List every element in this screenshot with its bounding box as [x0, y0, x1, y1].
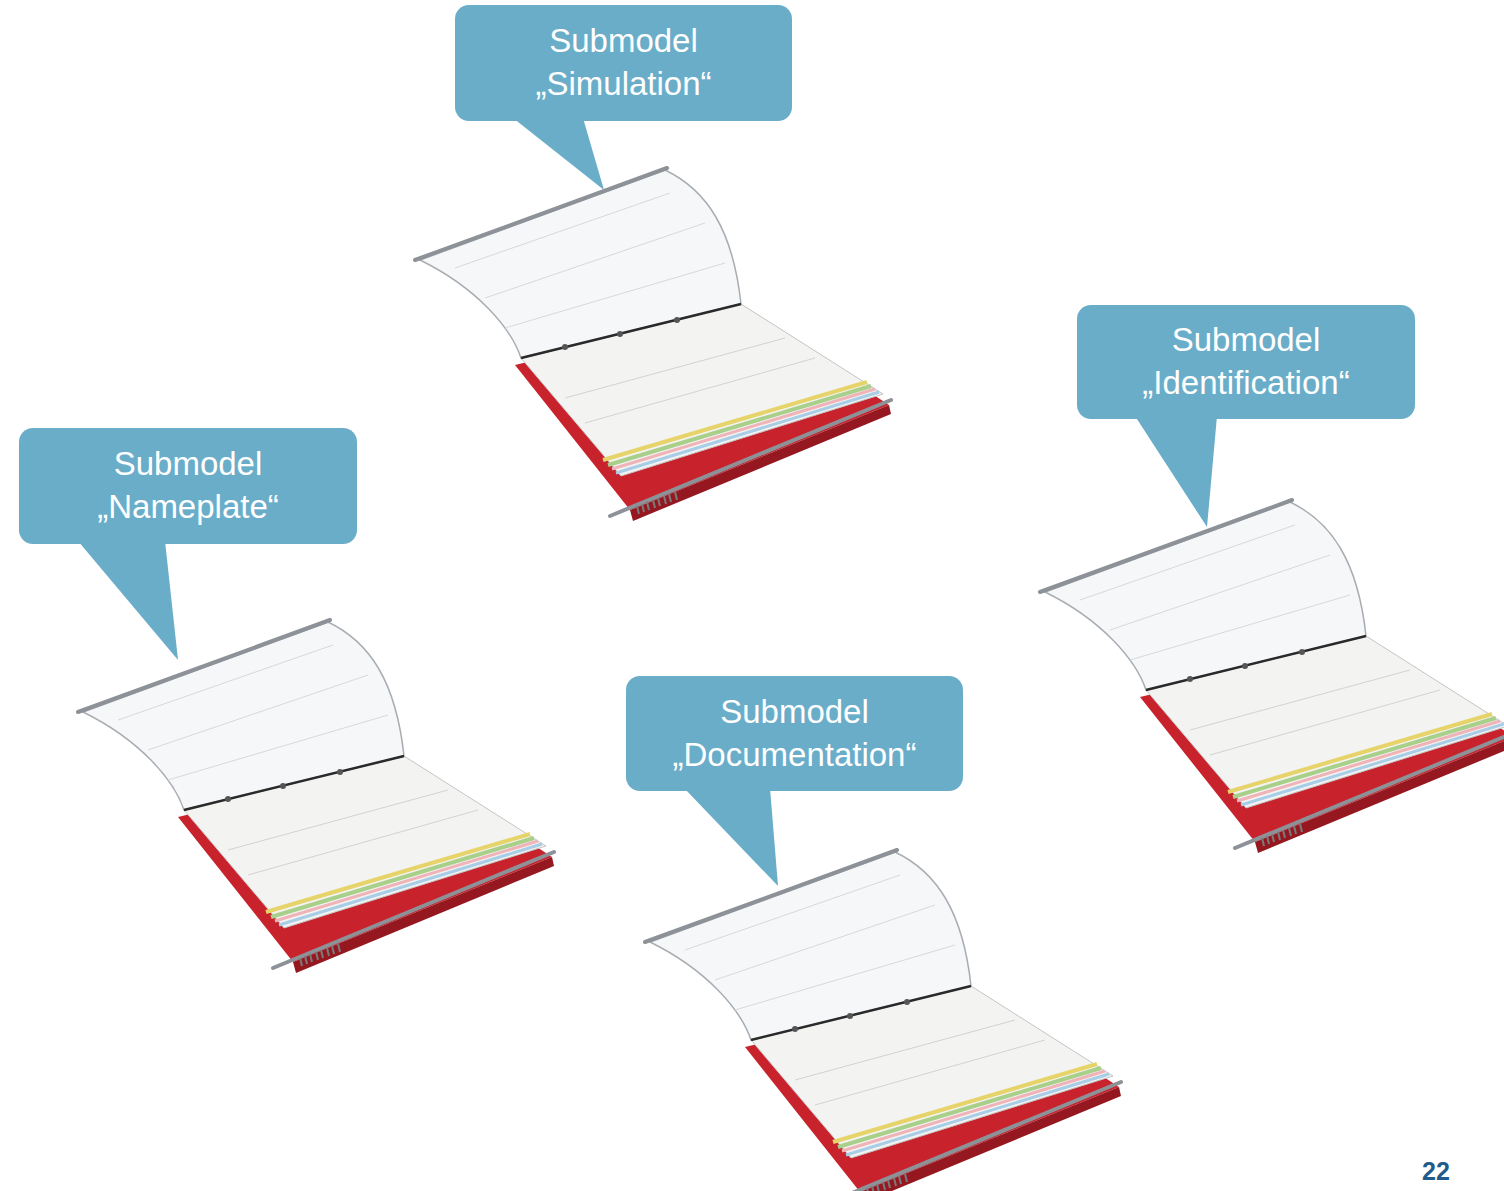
- callout-bubble: Submodel „Identification“: [1077, 305, 1415, 419]
- callout-text: Submodel „Identification“: [1095, 319, 1397, 405]
- callout-tail: [78, 541, 178, 660]
- binder-folder: [415, 168, 891, 521]
- page-number: 22: [1422, 1157, 1450, 1186]
- callout-bubble: Submodel „Simulation“: [455, 5, 792, 121]
- binder-folder: [1040, 500, 1504, 853]
- callout-text: Submodel „Documentation“: [644, 691, 945, 777]
- callout-text: Submodel „Nameplate“: [37, 443, 339, 529]
- callout-tail: [1135, 416, 1217, 527]
- callout-text: Submodel „Simulation“: [473, 20, 774, 106]
- callout-tail: [684, 788, 778, 886]
- callout-bubble: Submodel „Documentation“: [626, 676, 963, 791]
- binder-folder: [645, 850, 1121, 1191]
- binder-folder: [78, 620, 554, 973]
- callout-tail: [513, 118, 604, 190]
- callout-bubble: Submodel „Nameplate“: [19, 428, 357, 544]
